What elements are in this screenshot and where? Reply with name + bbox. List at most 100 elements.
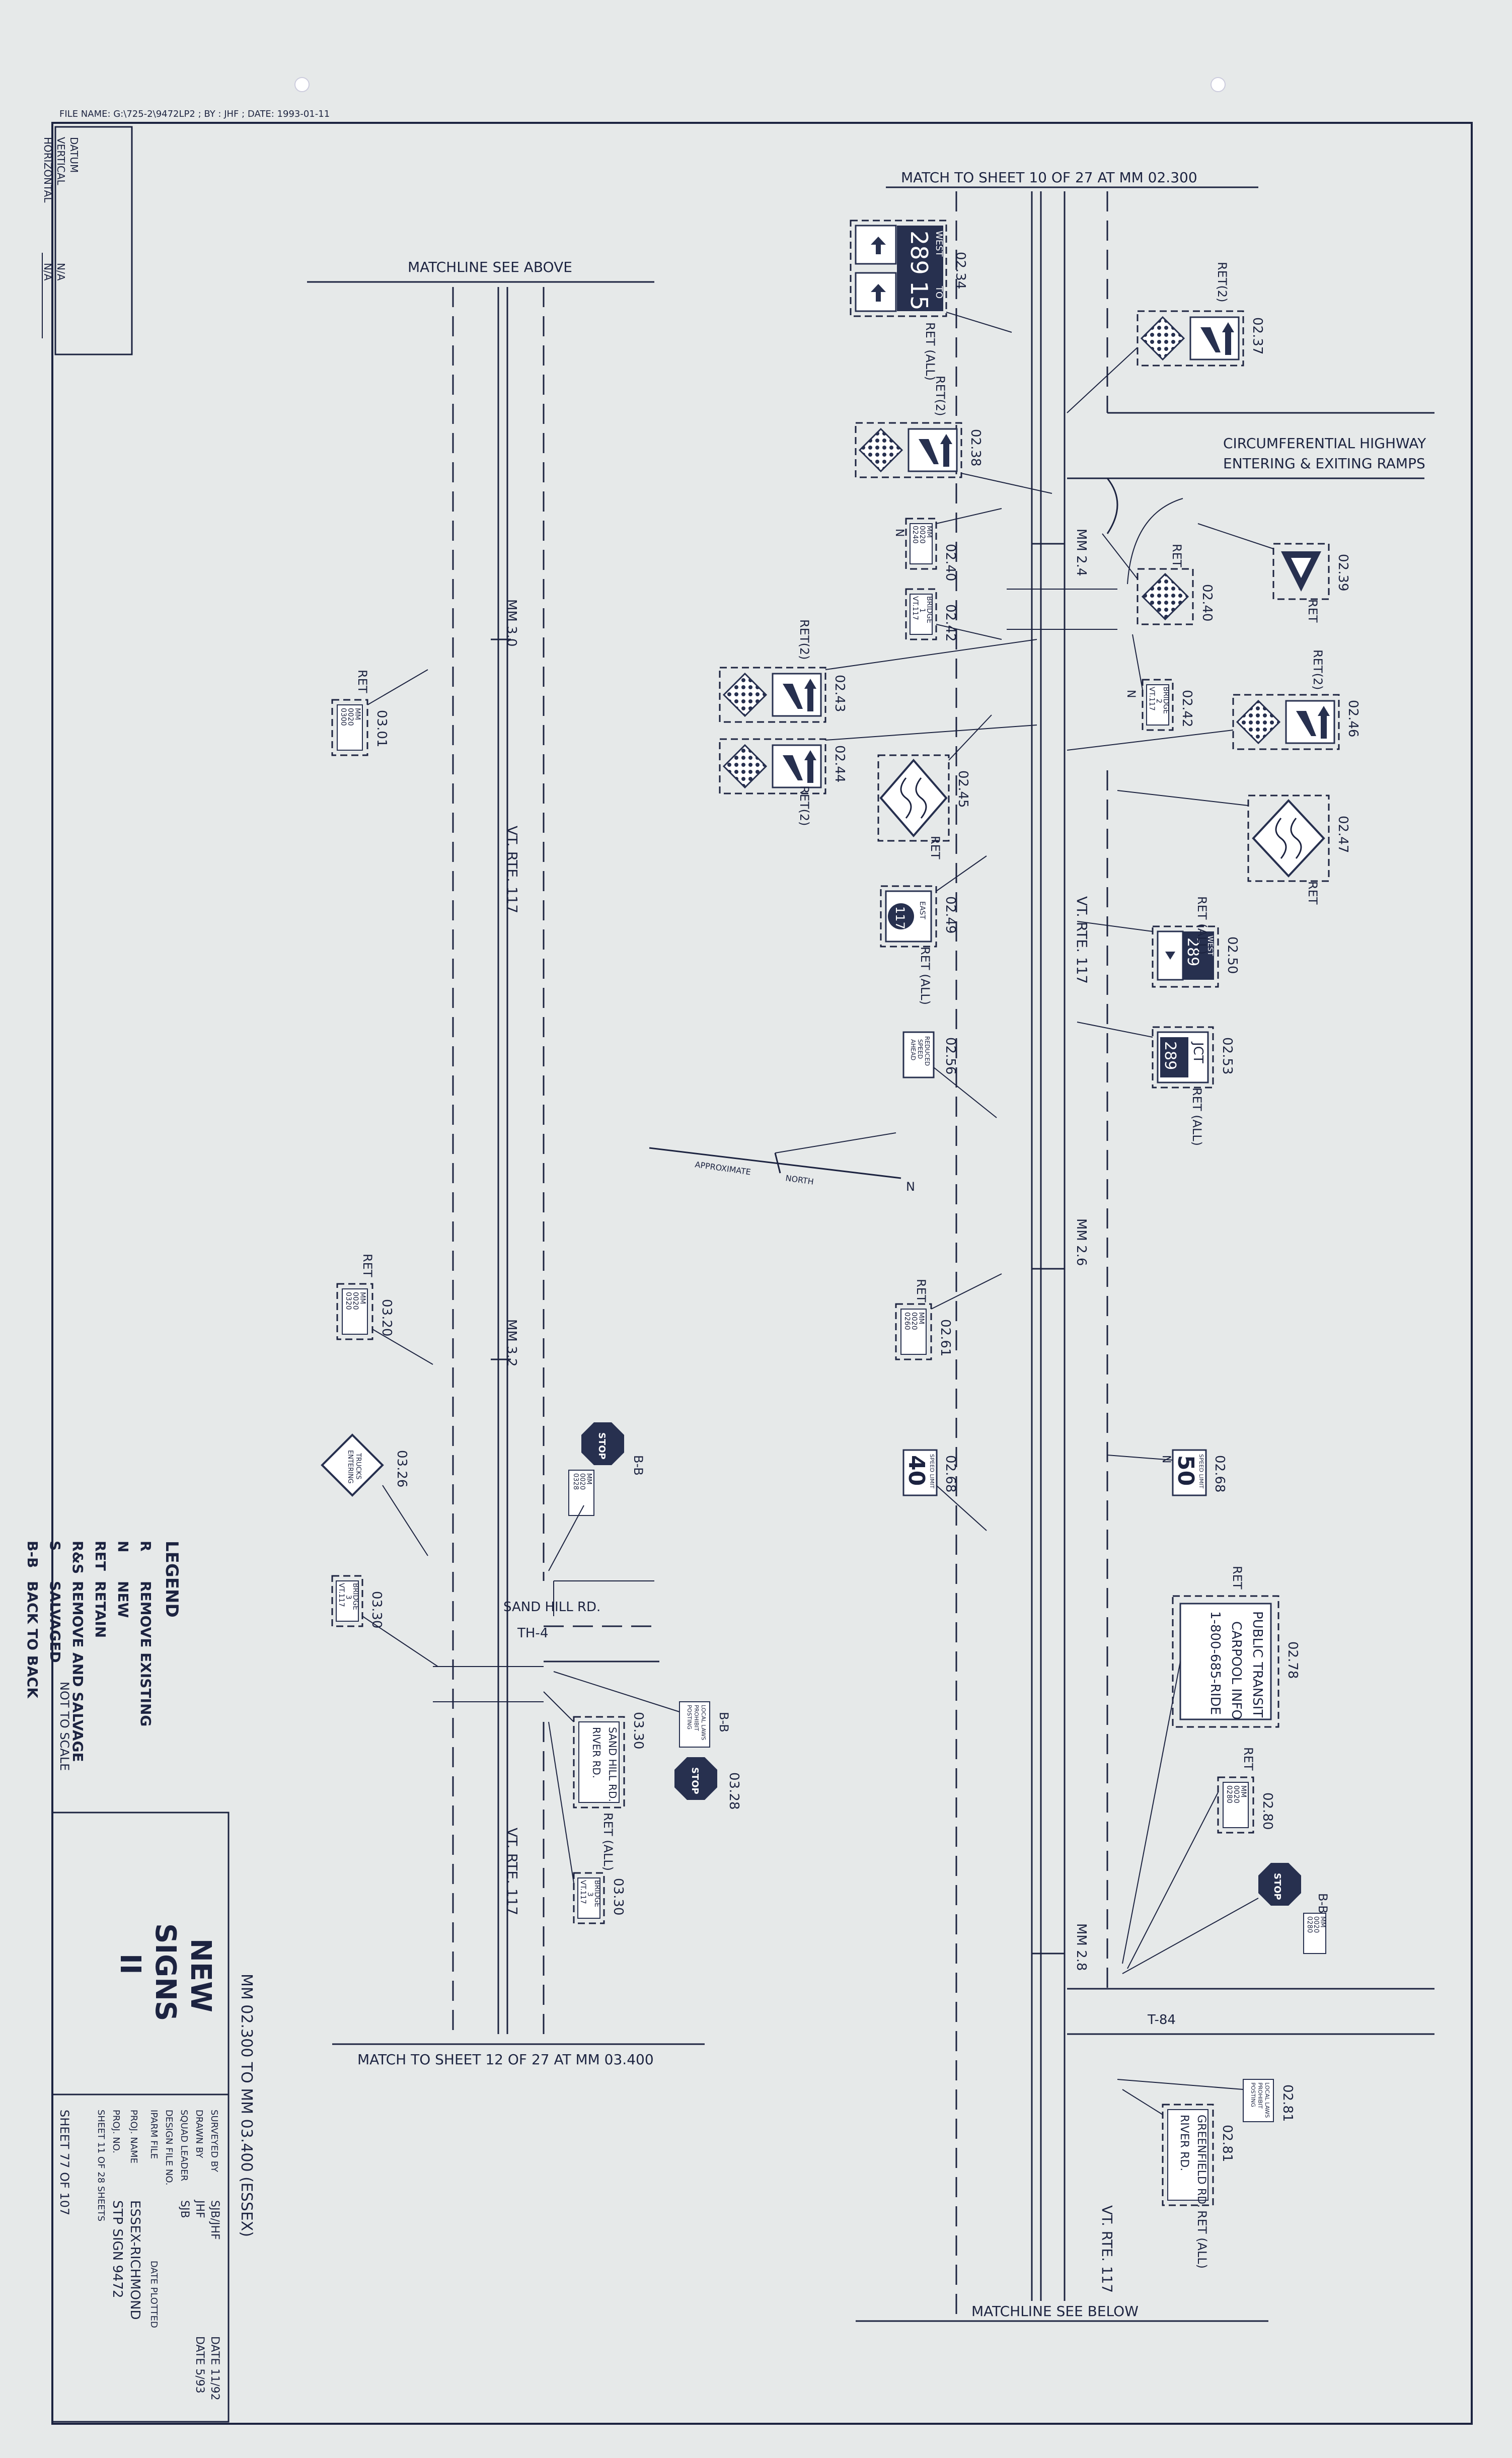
sign-0247: 02.47 RET (1117, 790, 1350, 905)
datum-vertical-label: VERTICAL (55, 137, 67, 186)
sign-0280b: STOP MM 0020 0280 B-B (1122, 1863, 1330, 1974)
svg-text:GREENFIELD RD.: GREENFIELD RD. (1195, 2115, 1207, 2208)
svg-text:STOP: STOP (690, 1767, 700, 1794)
svg-text:02.68: 02.68 (943, 1455, 958, 1492)
rte-label-left-1: VT. RTE. 117 (504, 826, 520, 913)
svg-text:RET(2): RET(2) (797, 785, 811, 826)
svg-text:CARPOOL INFO: CARPOOL INFO (1229, 1621, 1244, 1720)
svg-text:0300: 0300 (339, 708, 347, 726)
sign-0280a: MM 0020 0280 02.80 RET (1127, 1747, 1275, 1969)
ramps-label-2: ENTERING & EXITING RAMPS (1223, 455, 1425, 472)
svg-text:0260: 0260 (903, 1312, 911, 1330)
svg-text:0020: 0020 (1312, 1916, 1320, 1933)
svg-text:RET: RET (92, 1541, 109, 1571)
binder-hole (1211, 77, 1226, 92)
svg-text:VT.117: VT.117 (911, 596, 919, 620)
svg-text:REMOVE AND SALVAGE: REMOVE AND SALVAGE (69, 1581, 86, 1762)
title-range: MM 02.300 TO MM 03.400 (ESSEX) (238, 1974, 255, 2237)
arrow-up-icon (871, 284, 886, 302)
svg-text:VT.117: VT.117 (1148, 687, 1156, 711)
arrow-up-icon (871, 237, 886, 254)
svg-text:03.30: 03.30 (611, 1878, 626, 1915)
svg-text:RET(2): RET(2) (797, 619, 811, 660)
sign-0242b: BRIDGE 2 VT.117 02.42 N (1124, 634, 1194, 731)
th4-label: TH-4 (517, 1626, 548, 1641)
title-new: NEW (184, 1938, 217, 2012)
sign-0326: TRUCKS ENTERING 03.26 (321, 1433, 428, 1556)
datum-vertical-value: N/A (55, 263, 67, 281)
svg-text:VT.117: VT.117 (579, 1880, 587, 1904)
sign-0261: MM 0020 0260 02.61 RET (895, 1273, 1002, 1360)
svg-text:BRIDGE: BRIDGE (593, 1880, 601, 1907)
svg-text:RET: RET (914, 1279, 928, 1303)
svg-text:SJB: SJB (178, 2200, 191, 2218)
svg-text:3: 3 (344, 1595, 352, 1600)
svg-text:15: 15 (905, 281, 933, 311)
sign-0253: 289 JCT 02.53 RET (ALL) (1077, 1022, 1235, 1146)
svg-text:02.68: 02.68 (1212, 1455, 1227, 1492)
svg-text:PROHIBIT: PROHIBIT (1257, 2082, 1263, 2109)
title-block: NEW SIGNS II MM 02.300 TO MM 03.400 (ESS… (51, 1812, 255, 2423)
sign-0330b: SAND HILL RD. RIVER RD. 03.30 RET (ALL) (543, 1691, 646, 1871)
svg-text:DATE 5/93: DATE 5/93 (193, 2336, 206, 2394)
svg-text:N: N (893, 529, 905, 537)
title-numeral: II (114, 1954, 146, 1975)
svg-text:RET (ALL): RET (ALL) (918, 947, 932, 1005)
matchline-bottom-right-label: MATCHLINE SEE BELOW (971, 2303, 1139, 2320)
svg-text:0020: 0020 (918, 526, 926, 544)
svg-text:02.47: 02.47 (1335, 816, 1350, 853)
svg-text:1-800-685-RIDE: 1-800-685-RIDE (1207, 1611, 1223, 1715)
svg-text:289: 289 (905, 231, 933, 275)
sign-0246: 02.46 RET(2) (1067, 649, 1360, 751)
sign-0268a: SPEED LIMIT 40 02.68 (902, 1449, 987, 1531)
svg-text:02.38: 02.38 (968, 429, 983, 466)
svg-text:B-B: B-B (631, 1455, 645, 1476)
svg-text:MM: MM (925, 526, 933, 538)
sheet-border (51, 122, 1473, 2425)
svg-text:RET(2): RET(2) (933, 376, 947, 416)
mm-3-2: MM 3.2 (504, 1319, 519, 1366)
svg-text:WEST: WEST (1206, 935, 1214, 956)
svg-text:ENTERING: ENTERING (346, 1450, 354, 1484)
matchline-bottom-left-label: MATCH TO SHEET 12 OF 27 AT MM 03.400 (357, 2051, 654, 2068)
svg-text:02.81: 02.81 (1220, 2125, 1235, 2162)
sign-0330c: BRIDGE 3 VT.117 03.30 (548, 1721, 626, 1924)
svg-text:02.81: 02.81 (1280, 2084, 1295, 2122)
svg-text:AHEAD: AHEAD (910, 1039, 917, 1060)
svg-text:289: 289 (1161, 1041, 1179, 1070)
datum-horizontal-value: N/A (42, 263, 54, 281)
sign-0238: 02.38 RET(2) (855, 376, 1052, 494)
left-highway: MATCHLINE SEE ABOVE MATCH TO SHEET 12 OF… (307, 259, 705, 2068)
svg-text:3: 3 (586, 1892, 594, 1897)
svg-text:POSTING: POSTING (686, 1705, 693, 1729)
svg-text:02.50: 02.50 (1225, 936, 1240, 974)
svg-text:N: N (115, 1541, 131, 1552)
svg-text:RET: RET (1230, 1566, 1244, 1589)
svg-text:B-B: B-B (717, 1712, 731, 1732)
svg-text:40: 40 (903, 1455, 929, 1486)
svg-text:IPARM FILE: IPARM FILE (148, 2110, 159, 2159)
binder-hole (294, 77, 310, 92)
datum-horizontal-label: HORIZONTAL (42, 137, 54, 203)
svg-text:RET (ALL): RET (ALL) (1190, 1088, 1204, 1146)
sand-hill-road-label: SAND HILL RD. (503, 1600, 600, 1615)
svg-text:MM: MM (585, 1473, 592, 1484)
svg-text:STOP: STOP (596, 1432, 607, 1460)
svg-text:DATE PLOTTED: DATE PLOTTED (148, 2261, 159, 2328)
svg-text:RET (ALL): RET (ALL) (601, 1813, 615, 1871)
svg-text:03.28: 03.28 (726, 1772, 741, 1810)
rte-label-right-1: VT. RTE. 117 (1074, 896, 1090, 984)
svg-text:LOCAL LAWS: LOCAL LAWS (1264, 2082, 1270, 2118)
svg-text:DRAWN BY: DRAWN BY (194, 2110, 204, 2158)
svg-text:R: R (137, 1541, 154, 1552)
north-approx-label: APPROXIMATE (694, 1160, 751, 1177)
sign-0243: 02.43 RET(2) (719, 619, 1037, 723)
svg-text:1: 1 (918, 608, 926, 613)
mm-2-4: MM 2.4 (1074, 529, 1089, 576)
svg-text:RET: RET (928, 836, 942, 859)
sign-0244: 02.44 RET(2) (719, 725, 1037, 826)
svg-text:RET (ALL): RET (ALL) (1195, 2210, 1209, 2269)
right-highway: MATCH TO SHEET 10 OF 27 AT MM 02.300 MAT… (856, 169, 1434, 2322)
svg-text:JCT: JCT (1190, 1041, 1205, 1063)
